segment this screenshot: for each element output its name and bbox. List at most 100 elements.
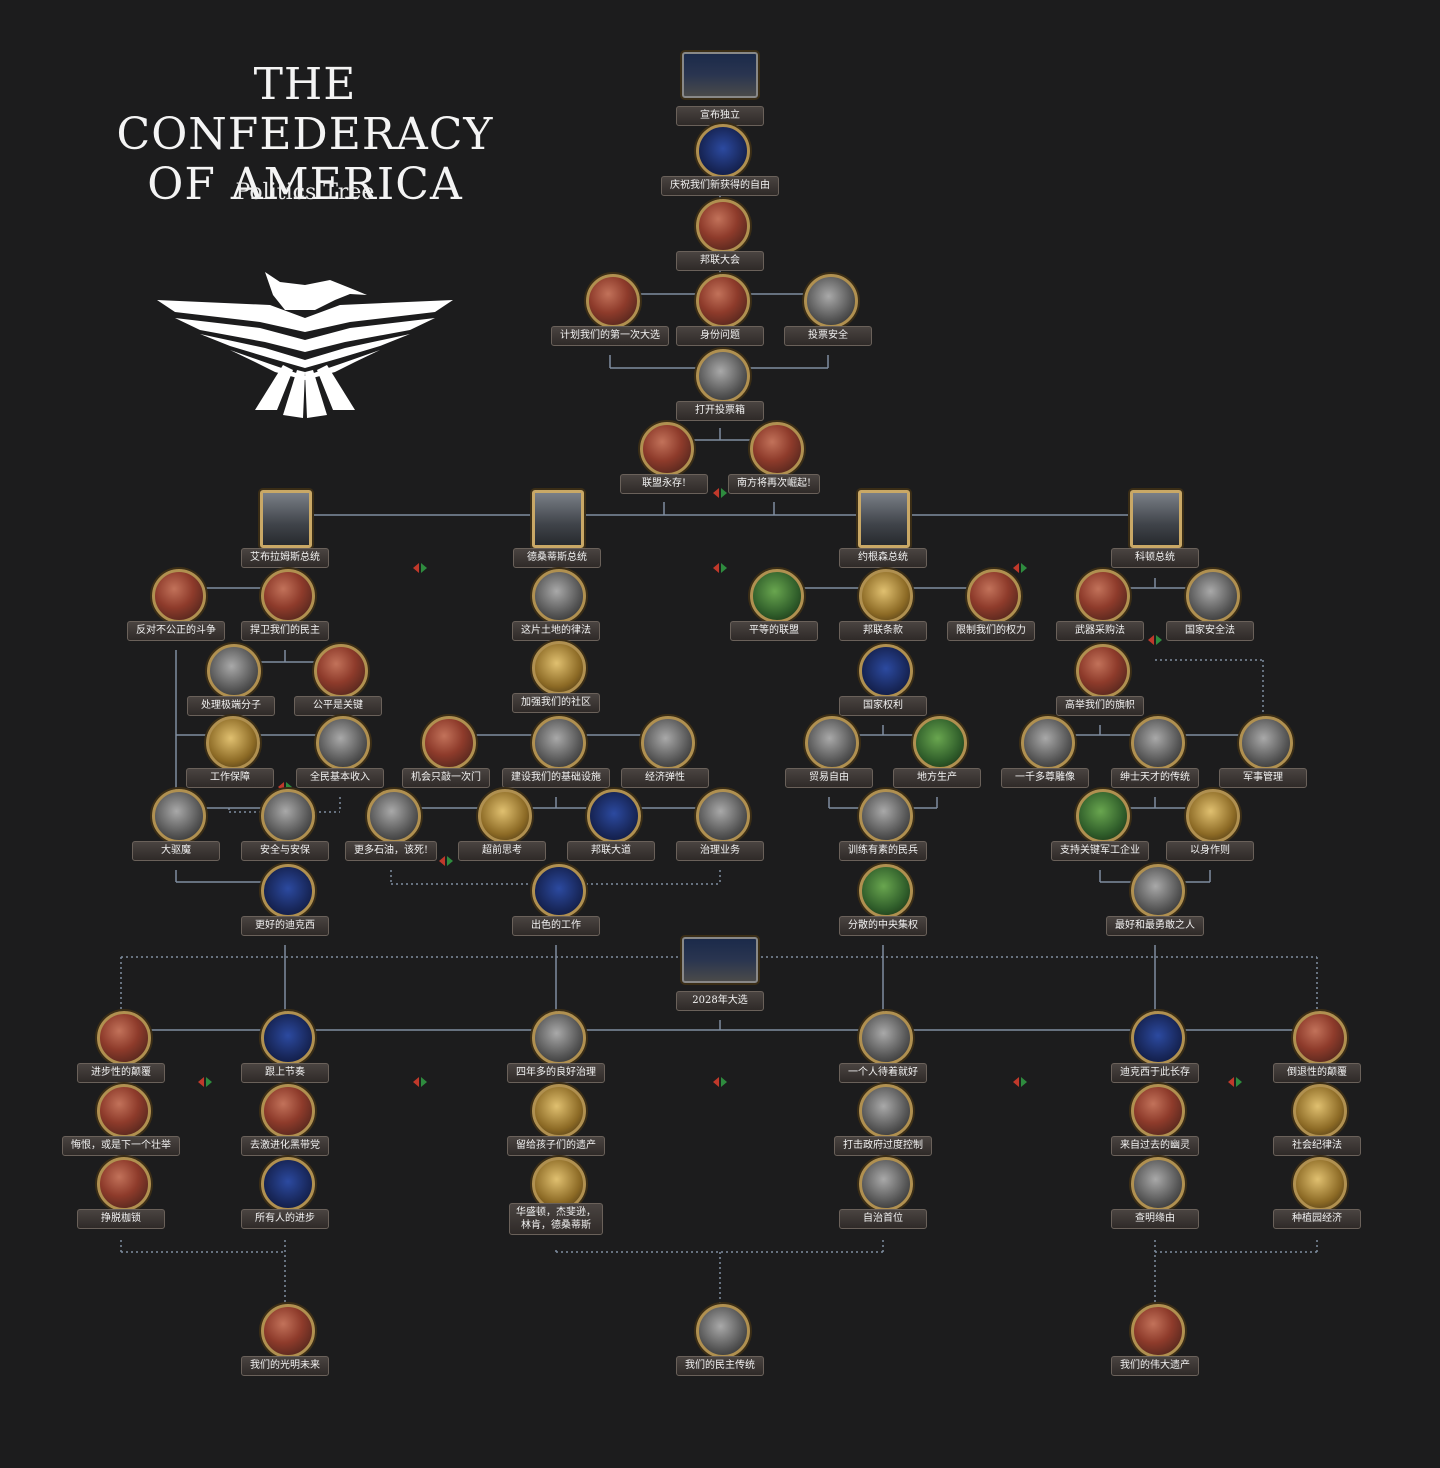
focus-gentleman[interactable]: 绅士天才的传统: [1080, 710, 1230, 790]
focus-label: 南方将再次崛起!: [727, 474, 821, 494]
focus-pres-noem[interactable]: 约根森总统: [808, 490, 958, 570]
focus-raise-banner[interactable]: 高举我们的旗帜: [1025, 638, 1175, 718]
focus-one-enough[interactable]: 一个人待着就好: [808, 1005, 958, 1085]
focus-remorse[interactable]: 悔恨，或是下一个壮举: [46, 1078, 196, 1158]
focus-label: 最好和最勇敢之人: [1106, 916, 1204, 936]
focus-more-oil[interactable]: 更多石油，该死!: [316, 783, 466, 863]
focus-bright-future[interactable]: 我们的光明未来: [210, 1298, 360, 1378]
focus-law-land[interactable]: 这片土地的律法: [481, 563, 631, 643]
scroll-icon: [1186, 569, 1240, 623]
focus-deradical[interactable]: 去激进化黑带党: [210, 1078, 360, 1158]
star-icon: [750, 569, 804, 623]
focus-econ-flex[interactable]: 经济弹性: [590, 710, 740, 790]
focus-great-legacy[interactable]: 我们的伟大遗产: [1080, 1298, 1230, 1378]
focus-label: 加强我们的社区: [512, 693, 600, 713]
focus-mil-admin[interactable]: 军事管理: [1188, 710, 1338, 790]
focus-best-bravest[interactable]: 最好和最勇敢之人: [1080, 858, 1230, 938]
focus-strike-gov[interactable]: 打击政府过度控制: [808, 1078, 958, 1158]
focus-four-more[interactable]: 四年多的良好治理: [481, 1005, 631, 1085]
focus-infrastructure[interactable]: 建设我们的基础设施: [481, 710, 631, 790]
focus-label: 所有人的进步: [241, 1209, 329, 1229]
focus-natsec-act[interactable]: 国家安全法: [1135, 563, 1285, 643]
focus-states-rights[interactable]: 国家权利: [808, 638, 958, 718]
focus-support-mil-ind[interactable]: 支持关键军工企业: [1025, 783, 1175, 863]
focus-social-law[interactable]: 社会纪律法: [1242, 1078, 1392, 1158]
focus-south-rise[interactable]: 南方将再次崛起!: [699, 416, 849, 496]
title-line-1: THE CONFEDERACY: [116, 59, 494, 160]
castle-icon: [587, 789, 641, 843]
focus-label: 贸易自由: [785, 768, 873, 788]
star-shield-icon: [859, 644, 913, 698]
focus-pres-abrams[interactable]: 艾布拉姆斯总统: [210, 490, 360, 570]
focus-break-chains[interactable]: 挣脱枷锁: [46, 1151, 196, 1231]
focus-fairness[interactable]: 公平是关键: [263, 638, 413, 718]
focus-statues[interactable]: 一千多尊雕像: [970, 710, 1120, 790]
focus-keep-rhythm[interactable]: 跟上节奏: [210, 1005, 360, 1085]
focus-job-guarantee[interactable]: 工作保障: [155, 710, 305, 790]
focus-dem-tradition[interactable]: 我们的民主传统: [645, 1298, 795, 1378]
focus-pres-cotton[interactable]: 科顿总统: [1080, 490, 1230, 570]
children-icon: [532, 1084, 586, 1138]
focus-fed-avenue[interactable]: 邦联大道: [536, 783, 686, 863]
ballot-box-icon: [696, 349, 750, 403]
focus-confed-clause[interactable]: 邦联条款: [808, 563, 958, 643]
focus-label: 国家安全法: [1166, 621, 1254, 641]
focus-regressive[interactable]: 倒退性的颠覆: [1242, 1005, 1392, 1085]
focus-forward-thinking[interactable]: 超前思考: [427, 783, 577, 863]
focus-legacy-children[interactable]: 留给孩子们的遗产: [481, 1078, 631, 1158]
focus-open-ballot[interactable]: 打开投票箱: [645, 343, 795, 423]
focus-pres-desantis[interactable]: 德桑蒂斯总统: [482, 490, 632, 570]
focus-defend-democracy[interactable]: 捍卫我们的民主: [210, 563, 360, 643]
focus-label: 武器采购法: [1056, 621, 1144, 641]
focus-plan-election[interactable]: 计划我们的第一次大选: [535, 268, 685, 348]
focus-local-prod[interactable]: 地方生产: [862, 710, 1012, 790]
focus-limit-power[interactable]: 限制我们的权力: [916, 563, 1066, 643]
focus-arms-act[interactable]: 武器采购法: [1025, 563, 1175, 643]
focus-label: 悔恨，或是下一个壮举: [62, 1136, 180, 1156]
focus-label: 进步性的颠覆: [77, 1063, 165, 1083]
heritage-icon: [1131, 1304, 1185, 1358]
focus-vote-security[interactable]: 投票安全: [753, 268, 903, 348]
focus-governance-biz[interactable]: 治理业务: [645, 783, 795, 863]
focus-militia[interactable]: 训练有素的民兵: [808, 783, 958, 863]
door-icon: [422, 716, 476, 770]
focus-fight-injustice[interactable]: 反对不公正的斗争: [101, 563, 251, 643]
focus-celebrate[interactable]: 庆祝我们新获得的自由: [645, 118, 795, 198]
focus-reveal-cause[interactable]: 查明缘由: [1080, 1151, 1230, 1231]
focus-convention[interactable]: 邦联大会: [645, 193, 795, 273]
focus-label: 支持关键军工企业: [1051, 841, 1149, 861]
focus-election2028[interactable]: 2028年大选: [645, 933, 795, 1013]
tractor-icon: [913, 716, 967, 770]
mutually-exclusive-icon: [1148, 635, 1162, 645]
focus-great-job[interactable]: 出色的工作: [481, 858, 631, 938]
focus-identity[interactable]: 身份问题: [645, 268, 795, 348]
focus-lead-example[interactable]: 以身作则: [1135, 783, 1285, 863]
hammer-icon: [859, 1084, 913, 1138]
focus-plantation[interactable]: 种植园经济: [1242, 1151, 1392, 1231]
focus-label: 身份问题: [676, 326, 764, 346]
dollar-shield-icon: [641, 716, 695, 770]
focus-progress-all[interactable]: 所有人的进步: [210, 1151, 360, 1231]
sign-icon: [1293, 1084, 1347, 1138]
focus-label: 自治首位: [839, 1209, 927, 1229]
focus-free-trade[interactable]: 贸易自由: [754, 710, 904, 790]
focus-safe-secure[interactable]: 安全与安保: [210, 783, 360, 863]
focus-better-dixie[interactable]: 更好的迪克西: [210, 858, 360, 938]
focus-ghosts-past[interactable]: 来自过去的幽灵: [1080, 1078, 1230, 1158]
crowd-icon: [152, 569, 206, 623]
focus-washington[interactable]: 华盛顿，杰斐逊， 林肯，德桑蒂斯: [481, 1151, 631, 1235]
focus-decentral[interactable]: 分散的中央集权: [808, 858, 958, 938]
plantation-icon: [1293, 1157, 1347, 1211]
focus-strengthen-comm[interactable]: 加强我们的社区: [481, 635, 631, 715]
focus-equal-union[interactable]: 平等的联盟: [699, 563, 849, 643]
focus-exorcism[interactable]: 大驱魔: [101, 783, 251, 863]
focus-opportunity[interactable]: 机会只敲一次门: [371, 710, 521, 790]
focus-label: 倒退性的颠覆: [1273, 1063, 1361, 1083]
focus-declare[interactable]: 宣布独立: [645, 48, 795, 128]
focus-autonomy[interactable]: 自治首位: [808, 1151, 958, 1231]
focus-union-forever[interactable]: 联盟永存!: [589, 416, 739, 496]
focus-ubi[interactable]: 全民基本收入: [265, 710, 415, 790]
focus-prog-subversion[interactable]: 进步性的颠覆: [46, 1005, 196, 1085]
focus-handle-extremists[interactable]: 处理极端分子: [156, 638, 306, 718]
focus-dixie-forever[interactable]: 迪克西于此长存: [1080, 1005, 1230, 1085]
